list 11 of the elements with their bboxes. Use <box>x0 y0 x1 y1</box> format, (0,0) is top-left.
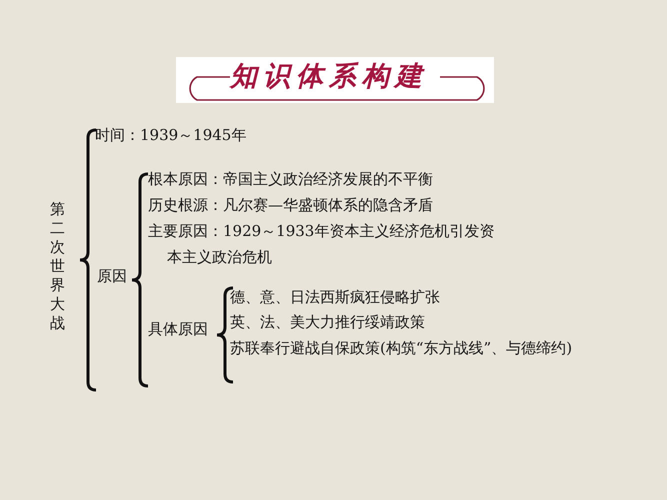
title-text: 知识体系构建 <box>230 60 428 94</box>
branch-label: 具体原因 <box>148 319 209 340</box>
item-text: 苏联奉行避战自保政策(构筑“东方战线”、与德缔约) <box>230 338 574 359</box>
item-text: 主要原因：1929～1933年资本主义经济危机引发资本主义政治危机 <box>148 221 496 268</box>
branch-label: 原因 <box>97 266 128 287</box>
item-text: 根本原因：帝国主义政治经济发展的不平衡 <box>148 169 434 190</box>
item-text: 德、意、日法西斯疯狂侵略扩张 <box>230 287 441 308</box>
item-text: 历史根源：凡尔赛—华盛顿体系的隐含矛盾 <box>148 195 434 216</box>
topic-label: 第二次世界大战 <box>50 200 66 333</box>
item-text: 英、法、美大力推行绥靖政策 <box>230 312 426 333</box>
item-text: 时间：1939～1945年 <box>95 125 248 146</box>
